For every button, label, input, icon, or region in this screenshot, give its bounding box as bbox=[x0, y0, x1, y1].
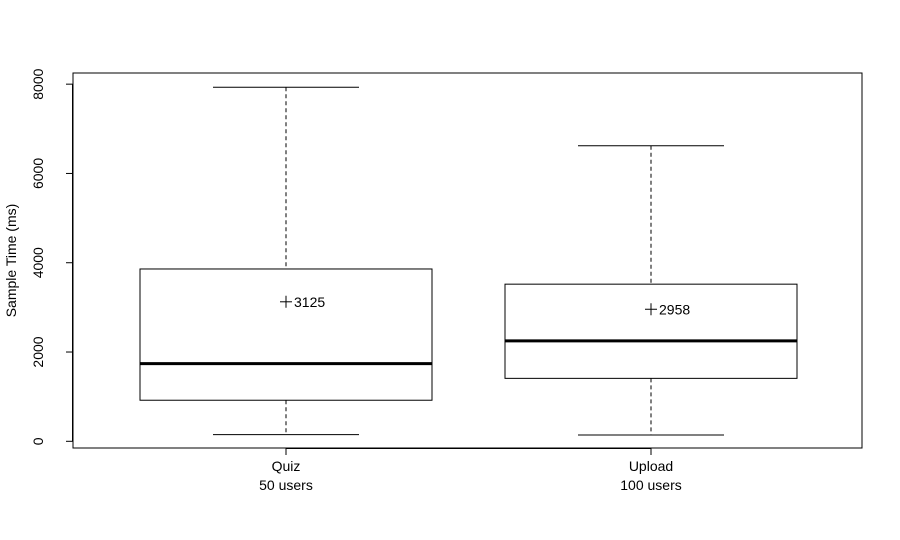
y-axis: 0 2000 4000 6000 8000 bbox=[30, 68, 73, 445]
x-tick-sublabel: 50 users bbox=[259, 477, 313, 493]
box-group: 2958 bbox=[504, 145, 798, 436]
x-tick-label: Upload bbox=[629, 458, 673, 474]
y-tick-label: 6000 bbox=[30, 158, 46, 189]
y-tick-label: 8000 bbox=[30, 68, 46, 99]
iqr-box bbox=[139, 268, 433, 401]
box-group: 3125 bbox=[139, 86, 433, 436]
mean-label: 2958 bbox=[659, 301, 690, 317]
y-tick-label: 4000 bbox=[30, 247, 46, 278]
x-tick-sublabel: 100 users bbox=[620, 477, 681, 493]
y-tick-label: 0 bbox=[30, 437, 46, 445]
boxes: 3125 2958 bbox=[139, 86, 798, 436]
iqr-box bbox=[504, 283, 798, 379]
y-tick-label: 2000 bbox=[30, 336, 46, 367]
x-tick-label: Quiz bbox=[272, 458, 301, 474]
y-axis-label: Sample Time (ms) bbox=[3, 204, 19, 318]
mean-label: 3125 bbox=[294, 294, 325, 310]
x-axis: Quiz 50 users Upload 100 users bbox=[259, 448, 682, 493]
